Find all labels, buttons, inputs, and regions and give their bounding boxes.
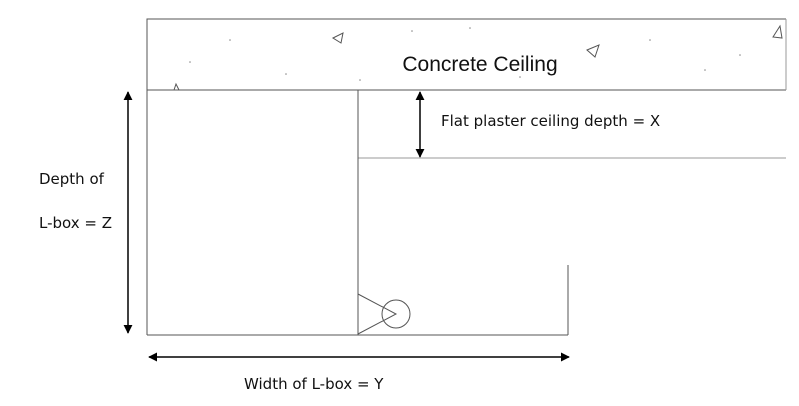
light-fitting-icon: [357, 293, 411, 335]
l-box-width-label: Width of L-box = Y: [244, 375, 384, 393]
aggregate-mark: [772, 24, 783, 39]
aggregate-mark: [173, 82, 180, 91]
concrete-ceiling-label: Concrete Ceiling: [402, 53, 557, 76]
aggregate-mark: [331, 32, 344, 44]
concrete-ceiling-slab: Concrete Ceiling: [146, 18, 787, 91]
aggregate-mark: [586, 44, 600, 58]
plaster-depth-label: Flat plaster ceiling depth = X: [441, 112, 660, 130]
l-box-depth-label-line1: Depth of: [39, 170, 105, 188]
aggregate-speckles: [189, 27, 741, 81]
l-box-depth-label-line2: L-box = Z: [39, 214, 112, 232]
